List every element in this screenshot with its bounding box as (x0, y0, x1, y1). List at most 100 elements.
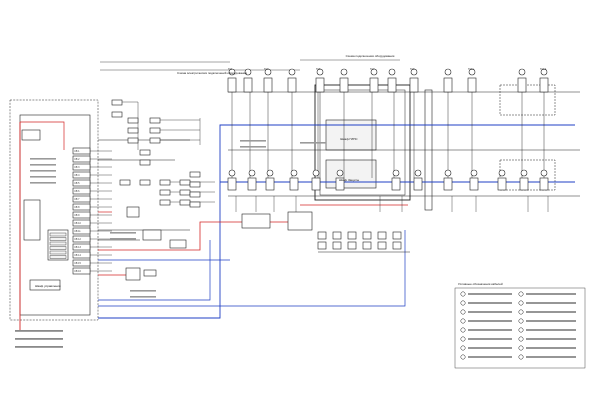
instrument-top (287, 77, 297, 93)
module-tag: КВ 2 (75, 158, 81, 161)
field-device (159, 199, 171, 206)
sensor-icon (518, 68, 526, 76)
legend-text-line (526, 338, 576, 340)
fire-panel-box (125, 267, 141, 281)
instrument-mid (443, 177, 453, 191)
cabinet-header-block (21, 129, 41, 141)
relay-slot (49, 250, 67, 255)
legend-layer (454, 287, 586, 369)
sensor-icon (316, 68, 324, 76)
legend-symbol (518, 354, 524, 360)
transmitter-base (347, 241, 357, 250)
field-device (149, 127, 161, 134)
sensor-icon (540, 68, 548, 76)
instrument-mid (539, 177, 549, 191)
legend-symbol (518, 345, 524, 351)
field-device (179, 189, 191, 196)
cabinet-2-box (325, 159, 377, 189)
module-tag: КВ 14 (75, 254, 82, 257)
bus-blue-bottom (98, 230, 406, 307)
module-tag: КВ 5 (75, 182, 81, 185)
sensor-icon (336, 169, 344, 177)
module-tag: КВ 10 (75, 222, 82, 225)
power-supply-box (287, 211, 313, 231)
module-tag: КВ 3 (75, 166, 81, 169)
note-line (300, 142, 326, 144)
field-device (149, 137, 161, 144)
cabinet-module (72, 155, 91, 163)
note-line (240, 146, 266, 148)
instrument-tag: ТС3 (264, 68, 269, 71)
legend-text-line (468, 356, 512, 358)
legend-text-line (468, 311, 512, 313)
devices-layer: КВ 1КВ 2КВ 3КВ 4КВ 5КВ 6КВ 7КВ 8КВ 9КВ 1… (15, 68, 549, 348)
instrument-tag: ТС9 (410, 68, 415, 71)
instrument-tag: ТС7 (370, 68, 375, 71)
instrument-top (517, 77, 527, 93)
cabinet-module (72, 147, 91, 155)
control-panel-plate (29, 279, 61, 291)
note-line (130, 290, 156, 292)
legend-symbol (518, 318, 524, 324)
legend-text-line (468, 329, 512, 331)
sensor-icon (540, 169, 548, 177)
instrument-mid (227, 177, 237, 191)
cabinet-module (72, 235, 91, 243)
legend-text-line (526, 347, 576, 349)
instrument-mid (519, 177, 529, 191)
cabinet-module (72, 251, 91, 259)
module-tag: КВ 6 (75, 190, 81, 193)
module-tag: КВ 9 (75, 214, 81, 217)
sensor-icon (370, 68, 378, 76)
instrument-top (263, 77, 273, 93)
cabinet-label-1: Шкаф ГИПС (340, 137, 358, 141)
instrument-tag: ТС1 (228, 68, 233, 71)
note-line (240, 140, 266, 142)
note-line (110, 232, 136, 234)
field-device (119, 179, 131, 186)
instrument-tag: ТС13 (540, 68, 547, 71)
legend-symbol (518, 327, 524, 333)
cable-note-line (15, 330, 63, 332)
legend-symbol (518, 300, 524, 306)
right-zone-top (499, 84, 556, 116)
sub-panel (169, 239, 187, 249)
cabinet-label-2: Шкаф Защиты (338, 178, 360, 182)
note-line (30, 170, 56, 172)
legend-symbol (460, 354, 466, 360)
instrument-mid (497, 177, 507, 191)
cable-legend-title: Условные обозначения кабелей (458, 282, 503, 286)
cabinet-module (72, 211, 91, 219)
field-device (139, 179, 151, 186)
instrument-top (243, 77, 253, 93)
cable-note-line (15, 346, 63, 348)
sensor-icon (470, 169, 478, 177)
sensor-icon (392, 169, 400, 177)
sensor-icon (228, 68, 236, 76)
transmitter (377, 231, 387, 240)
control-panel-frame (9, 99, 99, 321)
module-tag: КВ 11 (75, 230, 82, 233)
sensor-icon (264, 68, 272, 76)
instrument-mid (247, 177, 257, 191)
legend-symbol (518, 291, 524, 297)
field-device (139, 149, 151, 156)
instrument-mid (265, 177, 275, 191)
legend-text-line (468, 347, 512, 349)
legend-symbol (460, 318, 466, 324)
legend-symbol (460, 336, 466, 342)
sensor-icon (414, 169, 422, 177)
legend-symbol (518, 309, 524, 315)
instrument-top (387, 77, 397, 93)
transmitter-base (362, 241, 372, 250)
sensor-icon (498, 169, 506, 177)
field-device (159, 189, 171, 196)
note-line (30, 164, 56, 166)
sensor-icon (228, 169, 236, 177)
cabinet-module (72, 171, 91, 179)
monitoring-system-title: Схема электрических подключений оборудов… (177, 71, 247, 75)
legend-symbol (460, 300, 466, 306)
relay-slot (49, 241, 67, 246)
field-device (127, 137, 139, 144)
module-tag: КВ 7 (75, 198, 81, 201)
